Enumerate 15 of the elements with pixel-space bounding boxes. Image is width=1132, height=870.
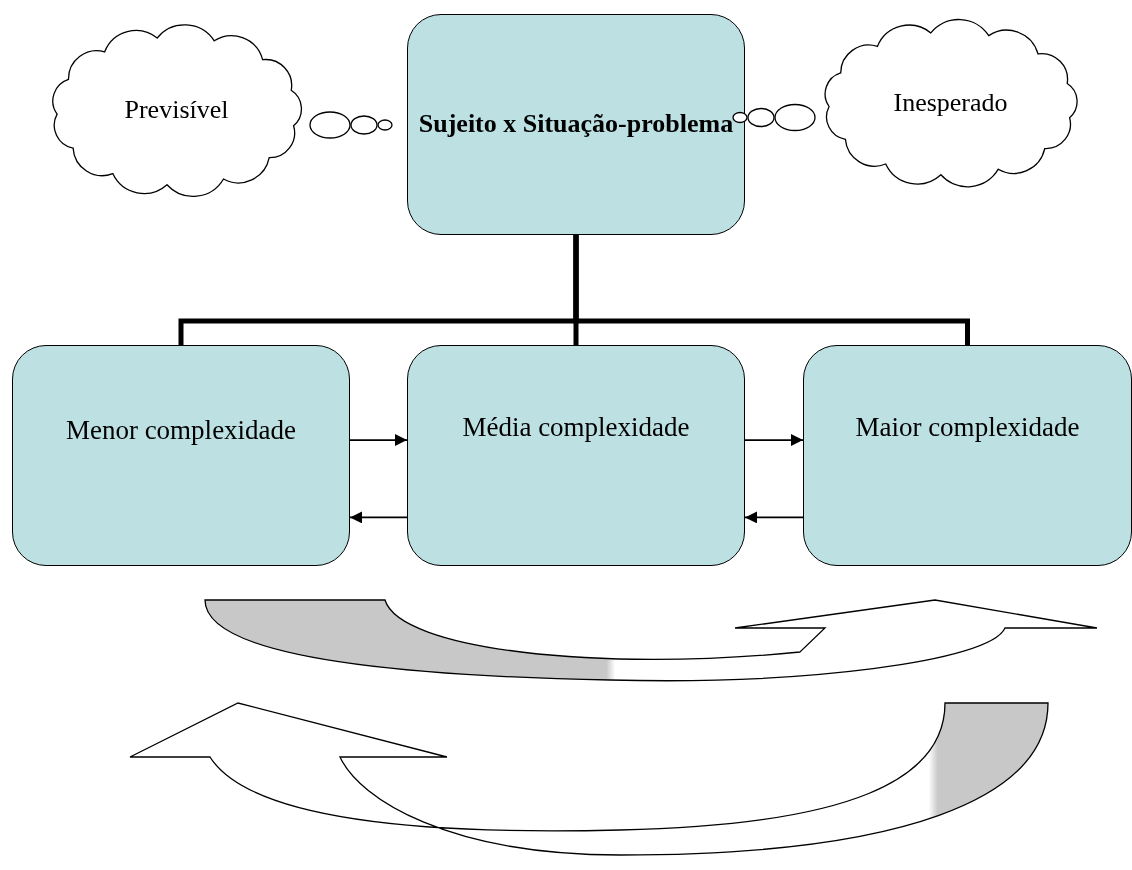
- process-box: [12, 345, 350, 566]
- arrow: [349, 511, 408, 524]
- box-label: Menor complexidade: [64, 413, 298, 447]
- arrow: [349, 434, 408, 447]
- box-label: Maior complexidade: [854, 411, 1081, 445]
- process-box: [803, 345, 1132, 566]
- box-label: Média complexidade: [461, 411, 691, 445]
- process-box: [407, 14, 745, 235]
- cloud-label: Previsível: [124, 95, 229, 125]
- arrow: [744, 511, 804, 524]
- process-box: [407, 345, 745, 566]
- cloud-label: Inesperado: [893, 87, 1008, 118]
- connector-line: [573, 235, 970, 345]
- box-label: Sujeito x Situação-problema: [417, 108, 735, 141]
- arrow: [744, 434, 804, 447]
